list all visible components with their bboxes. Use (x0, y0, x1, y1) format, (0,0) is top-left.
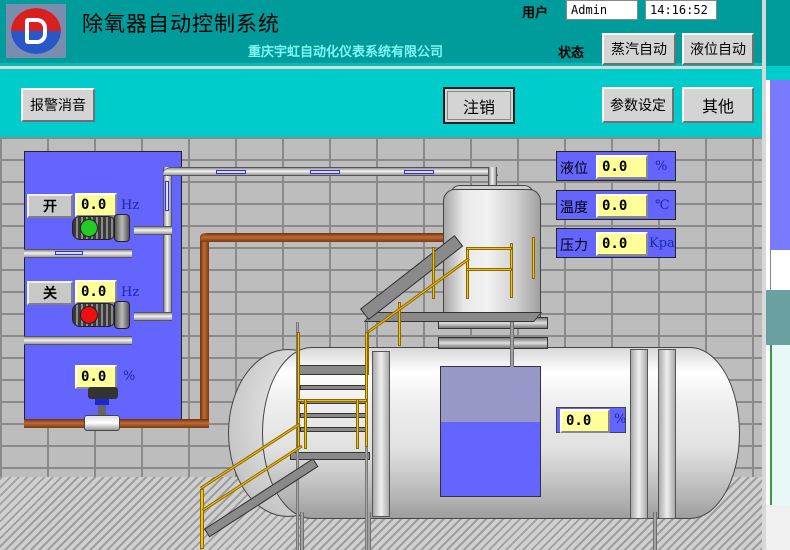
handrail-post (356, 399, 359, 449)
handrail-post (365, 332, 368, 447)
logout-button[interactable]: 注销 (443, 87, 515, 124)
tank-level-gauge (440, 366, 541, 497)
pump1-frequency-value: 0.0 (75, 193, 117, 217)
steam-pipe-top (200, 233, 443, 242)
flow-indicator (404, 170, 434, 174)
tank-band (372, 351, 390, 517)
deaerator-flange (438, 337, 548, 349)
temperature-label: 温度 (560, 200, 588, 216)
pump-2[interactable] (72, 301, 132, 329)
level-auto-button[interactable]: 液位自动 (682, 33, 754, 65)
mid-platform (298, 365, 368, 375)
temperature-unit: ℃ (655, 198, 670, 213)
level-readout: 液位 0.0 % (556, 151, 676, 181)
handrail-post (532, 237, 535, 279)
handrail-post (466, 247, 469, 299)
pump2-status-lamp-icon (80, 306, 98, 324)
pump2-frequency-unit: Hz (121, 285, 140, 300)
pump2-riser-pipe (163, 237, 172, 317)
company-name: 重庆宇虹自动化仪表系统有限公司 (248, 45, 444, 60)
flow-indicator (165, 181, 169, 211)
pump2-inlet-pipe (24, 336, 132, 345)
tank-band (630, 349, 648, 519)
lower-landing (290, 452, 370, 460)
tank-support (367, 512, 371, 550)
flow-indicator (310, 170, 340, 174)
toolbar: 报警消音 注销 参数设定 其他 (0, 69, 762, 137)
flow-indicator (55, 251, 83, 255)
pressure-unit: Kpa (649, 236, 675, 251)
temperature-value: 0.0 (596, 194, 648, 218)
tank-level-readout: 0.0 % (556, 407, 626, 433)
pump-start-button[interactable]: 开 (27, 194, 73, 218)
app-title: 除氧器自动控制系统 (82, 12, 280, 36)
level-unit: % (655, 159, 668, 174)
company-logo (6, 4, 66, 58)
tank-level-fill (441, 422, 540, 496)
tank-support (653, 512, 657, 550)
process-diagram: 开 0.0 Hz 关 0.0 Hz 0.0 % 液位 0.0 % (0, 137, 762, 550)
handrail-post (432, 247, 435, 299)
tank-band (658, 349, 676, 519)
temperature-readout: 温度 0.0 ℃ (556, 190, 676, 220)
pressure-label: 压力 (560, 238, 588, 254)
tank-level-value: 0.0 (560, 409, 610, 433)
valve-opening-unit: % (123, 369, 136, 384)
alarm-silence-button[interactable]: 报警消音 (21, 88, 95, 122)
pump1-status-lamp-icon (80, 219, 98, 237)
pressure-readout: 压力 0.0 Kpa (556, 228, 676, 258)
feed-pipe-drop (488, 167, 497, 189)
flow-indicator (216, 170, 246, 174)
clock-field: 14:16:52 (645, 0, 717, 20)
user-field: Admin (566, 0, 638, 20)
steam-auto-button[interactable]: 蒸汽自动 (602, 33, 676, 65)
header-bar: 除氧器自动控制系统 重庆宇虹自动化仪表系统有限公司 用户 Admin 14:16… (0, 0, 762, 66)
param-settings-button[interactable]: 参数设定 (602, 87, 674, 123)
pump1-outlet-pipe (134, 226, 172, 235)
steam-pipe-vertical (200, 233, 209, 423)
handrail-post (297, 332, 300, 447)
tank-support (300, 512, 304, 550)
status-label: 状态 (558, 46, 585, 61)
deaerator-control-window: 除氧器自动控制系统 重庆宇虹自动化仪表系统有限公司 用户 Admin 14:16… (0, 0, 762, 550)
level-value: 0.0 (596, 155, 648, 179)
handrail-post (398, 302, 401, 346)
handrail-bar (466, 247, 512, 250)
stair-step (300, 385, 366, 390)
deaerator-column (443, 189, 541, 319)
level-label: 液位 (560, 161, 588, 177)
handrail-post (304, 399, 307, 449)
valve-opening-value: 0.0 (75, 365, 117, 389)
pump-stop-button[interactable]: 关 (27, 281, 73, 305)
other-button[interactable]: 其他 (682, 87, 754, 123)
handrail-bar (466, 268, 512, 271)
regulating-valve-icon[interactable] (84, 387, 120, 433)
pump2-outlet-pipe (134, 312, 172, 321)
handrail-bar (297, 399, 367, 402)
pressure-value: 0.0 (596, 232, 648, 256)
tank-level-unit: % (614, 412, 627, 427)
pump1-frequency-unit: Hz (121, 198, 140, 213)
pump-1[interactable] (72, 214, 132, 242)
handrail-post (200, 489, 204, 549)
adjacent-window-edge (762, 0, 790, 550)
platform-support (510, 322, 514, 367)
user-label: 用户 (522, 6, 549, 21)
